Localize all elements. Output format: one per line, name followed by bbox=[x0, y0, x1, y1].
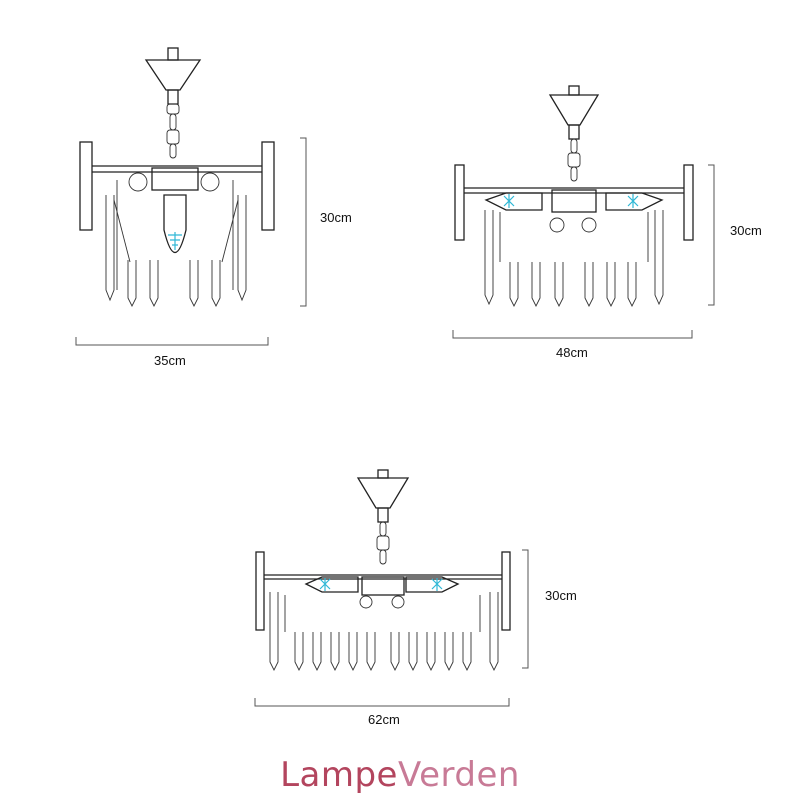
chandelier-small: 30cm 35cm bbox=[75, 47, 352, 368]
chain bbox=[166, 103, 180, 159]
width-label: 35cm bbox=[154, 353, 186, 368]
chandelier-large: 30cm 62cm bbox=[254, 469, 577, 727]
bulb-left bbox=[484, 192, 543, 211]
crystal-bars bbox=[105, 180, 247, 308]
bulb-left bbox=[304, 576, 359, 593]
bulb-right bbox=[605, 192, 664, 211]
canopy-top bbox=[167, 47, 179, 61]
brand-part-b: Verden bbox=[397, 755, 520, 795]
side-plate-right bbox=[683, 164, 694, 241]
bulb-filament-right bbox=[627, 194, 639, 208]
bulb-filament-left bbox=[503, 194, 515, 208]
width-label: 62cm bbox=[368, 712, 400, 727]
center-hub bbox=[361, 576, 405, 596]
chandelier-medium: 30cm 48cm bbox=[452, 85, 762, 360]
height-dimension-line bbox=[522, 549, 529, 669]
width-label: 48cm bbox=[556, 345, 588, 360]
width-dimension-line bbox=[452, 330, 693, 339]
center-hub bbox=[151, 167, 199, 191]
crystal-bars bbox=[269, 592, 499, 672]
brand-part-a: Lampe bbox=[280, 755, 398, 795]
height-label: 30cm bbox=[730, 223, 762, 238]
bulb-filament bbox=[168, 232, 182, 250]
height-label: 30cm bbox=[545, 588, 577, 603]
center-hub bbox=[551, 189, 597, 213]
chain bbox=[376, 521, 390, 565]
side-plate-left bbox=[454, 164, 465, 241]
width-dimension-line bbox=[254, 698, 510, 707]
canopy-stem bbox=[167, 89, 179, 105]
height-label: 30cm bbox=[320, 210, 352, 225]
canopy bbox=[144, 59, 202, 91]
side-plate-left bbox=[79, 141, 93, 231]
bulb-filament-left bbox=[319, 578, 331, 591]
bulb-filament-right bbox=[431, 578, 443, 591]
bulb-right bbox=[405, 576, 460, 593]
height-dimension-line bbox=[300, 137, 307, 307]
crystal-bars bbox=[484, 210, 664, 308]
side-plate-right bbox=[501, 551, 511, 631]
canopy bbox=[548, 94, 600, 126]
chain bbox=[567, 138, 581, 182]
brand-logo: LampeVerden bbox=[0, 755, 800, 795]
canopy bbox=[356, 477, 410, 509]
side-plate-left bbox=[255, 551, 265, 631]
side-plate-right bbox=[261, 141, 275, 231]
height-dimension-line bbox=[708, 164, 715, 306]
width-dimension-line bbox=[75, 337, 269, 346]
